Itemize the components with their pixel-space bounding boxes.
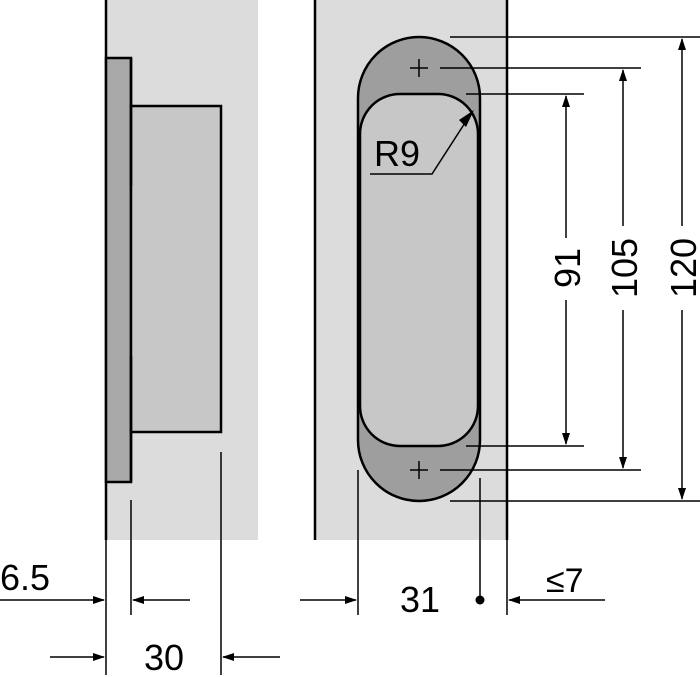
radius-arrowhead: [459, 110, 474, 127]
dimension-30: 30: [50, 637, 280, 677]
mounting-plate: [104, 56, 133, 484]
dimension-le7-label: ≤7: [546, 562, 584, 600]
radius-leader: [370, 111, 473, 175]
dimension-120: 120: [663, 38, 700, 500]
dimension-6-5-label: 6.5: [0, 557, 50, 598]
dimension-le7: ≤7: [508, 562, 605, 604]
dimension-105: 105: [604, 69, 645, 469]
dimension-31-dot: [475, 595, 485, 605]
radius-label: R9: [374, 133, 420, 174]
dimension-31-label: 31: [400, 579, 440, 620]
dimension-120-label: 120: [663, 238, 700, 298]
side-view: [104, 0, 258, 675]
screw-mark-top: [410, 59, 428, 77]
front-view: R9: [313, 0, 700, 615]
dimension-31: 31: [300, 579, 485, 620]
dimension-91: 91: [547, 95, 588, 445]
hinge-body-side: [129, 104, 223, 434]
dimension-6-5: 6.5: [0, 557, 190, 604]
screw-mark-bottom: [410, 461, 428, 479]
hinge-inner-body: [358, 92, 480, 448]
dimension-91-label: 91: [547, 248, 588, 288]
dimension-30-label: 30: [144, 637, 184, 677]
dimension-105-label: 105: [604, 238, 645, 298]
